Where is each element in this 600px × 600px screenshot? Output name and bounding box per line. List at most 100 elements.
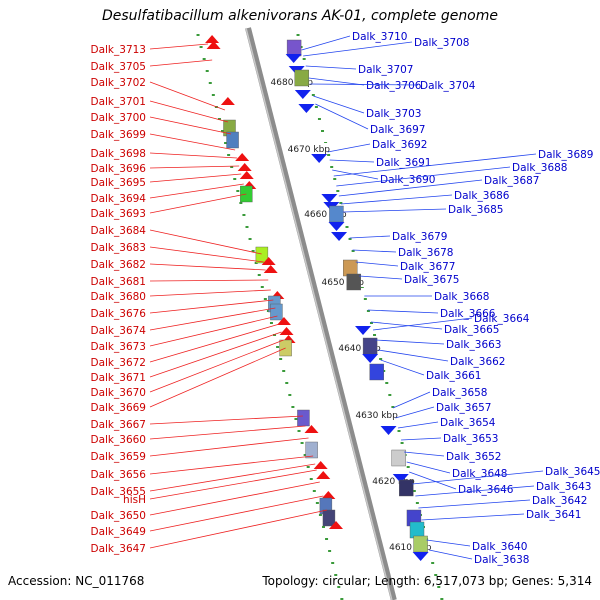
- genome-backbone-highlight: [245, 27, 393, 600]
- reverse-gene-label: Dalk_3663: [446, 339, 502, 351]
- reverse-gene-block: [362, 337, 378, 355]
- reverse-gene-label: Dalk_3691: [376, 157, 432, 169]
- forward-label-connector: [149, 81, 226, 111]
- reverse-label-connector: [327, 143, 371, 153]
- scale-label: 4620 kbp: [372, 477, 415, 487]
- forward-label-connector: [149, 315, 278, 347]
- reverse-label-connector: [404, 451, 445, 457]
- forward-gene-label: Dalk_3671: [91, 372, 147, 384]
- forward-label-connector: [149, 339, 284, 393]
- forward-gene-arrow: [220, 97, 235, 105]
- reverse-label-connector: [418, 499, 531, 509]
- reverse-label-connector: [310, 83, 419, 86]
- reverse-gene-label: Dalk_3689: [538, 149, 594, 161]
- reverse-label-connector: [305, 65, 357, 70]
- reverse-gene-label: Dalk_3657: [436, 402, 492, 414]
- forward-gene-label: Dalk_3700: [91, 112, 147, 124]
- reverse-label-connector: [332, 169, 379, 180]
- reverse-label-connector: [342, 208, 447, 213]
- reverse-label-connector: [340, 194, 453, 205]
- reverse-gene-label: Dalk_3661: [426, 370, 482, 382]
- forward-gene-label: Dalk_3659: [91, 451, 147, 463]
- scale-label: 4640 kbp: [338, 344, 381, 354]
- forward-gene-arrow: [321, 491, 336, 499]
- reverse-gene-label: Dalk_3692: [372, 139, 428, 151]
- forward-label-connector: [149, 299, 274, 314]
- reverse-gene-label: Dalk_3685: [448, 204, 504, 216]
- forward-gene-label: Dalk_3647: [91, 543, 147, 555]
- reverse-label-connector: [392, 391, 431, 409]
- reverse-gene-arrow: [285, 54, 302, 63]
- forward-gene-label: Dalk_3701: [91, 96, 147, 108]
- scale-label: 4650 kbp: [322, 278, 365, 288]
- reverse-gene-arrow: [311, 154, 328, 163]
- forward-label-connector: [149, 331, 282, 378]
- forward-gene-arrow: [316, 471, 331, 479]
- reverse-label-connector: [415, 485, 535, 497]
- forward-label-connector: [149, 455, 314, 475]
- forward-label-connector: [149, 193, 247, 214]
- forward-label-connector: [149, 415, 303, 425]
- reverse-label-connector: [352, 249, 397, 253]
- reverse-label-connector: [375, 339, 445, 345]
- forward-gene-label: Dalk_3649: [91, 526, 147, 538]
- reverse-label-connector: [395, 406, 435, 419]
- reverse-label-connector: [401, 437, 442, 441]
- reverse-label-connector: [315, 103, 369, 130]
- reverse-gene-label: Dalk_3643: [536, 481, 592, 493]
- forward-gene-block: [297, 409, 310, 427]
- forward-gene-label: Dalk_3699: [91, 129, 147, 141]
- forward-label-connector: [149, 437, 309, 457]
- forward-label-connector: [149, 425, 306, 440]
- reverse-gene-block: [346, 273, 361, 291]
- forward-gene-arrow: [313, 461, 328, 469]
- forward-label-connector: [149, 279, 269, 282]
- reverse-label-connector: [303, 41, 413, 57]
- forward-gene-label: Dalk_3702: [91, 77, 147, 89]
- reverse-label-connector: [349, 235, 391, 239]
- forward-gene-label: Dalk_3656: [91, 469, 147, 481]
- reverse-label-connector: [429, 549, 473, 560]
- forward-label-connector: [149, 463, 316, 492]
- forward-gene-label: Dalk_3676: [91, 308, 147, 320]
- forward-label-connector: [149, 43, 209, 50]
- forward-label-connector: [149, 229, 262, 255]
- scale-label: 4630 kbp: [355, 411, 398, 421]
- reverse-gene-label: Dalk_3686: [454, 190, 510, 202]
- reverse-gene-label: Dalk_3687: [484, 175, 540, 187]
- reverse-label-connector: [301, 35, 351, 51]
- forward-label-connector: [149, 347, 286, 408]
- reverse-gene-label: Dalk_3664: [474, 313, 530, 325]
- forward-label-connector: [149, 481, 320, 516]
- reverse-label-connector: [370, 321, 443, 330]
- reverse-gene-label: Dalk_3678: [398, 247, 454, 259]
- reverse-gene-label: Dalk_3697: [370, 124, 426, 136]
- reverse-gene-label: Dalk_3640: [472, 541, 528, 553]
- reverse-gene-label: Dalk_3665: [444, 324, 500, 336]
- forward-gene-arrow: [205, 35, 220, 43]
- forward-gene-arrow: [261, 257, 276, 265]
- reverse-gene-arrow: [355, 326, 372, 335]
- reverse-gene-label: Dalk_3679: [392, 231, 448, 243]
- reverse-gene-block: [391, 449, 406, 467]
- reverse-gene-label: Dalk_3704: [420, 80, 476, 92]
- reverse-gene-block: [413, 535, 428, 553]
- forward-label-connector: [149, 165, 240, 169]
- reverse-gene-arrow: [392, 474, 409, 483]
- forward-gene-label: Dalk_3680: [91, 291, 147, 303]
- forward-label-connector: [149, 469, 317, 500]
- reverse-gene-label: Dalk_3658: [432, 387, 488, 399]
- forward-gene-label: Dalk_3683: [91, 242, 147, 254]
- reverse-gene-arrow: [412, 552, 429, 561]
- reverse-gene-block: [409, 521, 425, 539]
- reverse-label-connector: [397, 421, 439, 429]
- accession-label: Accession: NC_011768: [8, 574, 145, 588]
- forward-gene-arrow: [239, 171, 254, 179]
- forward-label-connector: [149, 183, 244, 199]
- reverse-gene-label: Dalk_3703: [366, 108, 422, 120]
- reverse-gene-label: Dalk_3638: [474, 554, 530, 566]
- reverse-gene-label: Dalk_3652: [446, 451, 502, 463]
- reverse-label-connector: [378, 349, 449, 362]
